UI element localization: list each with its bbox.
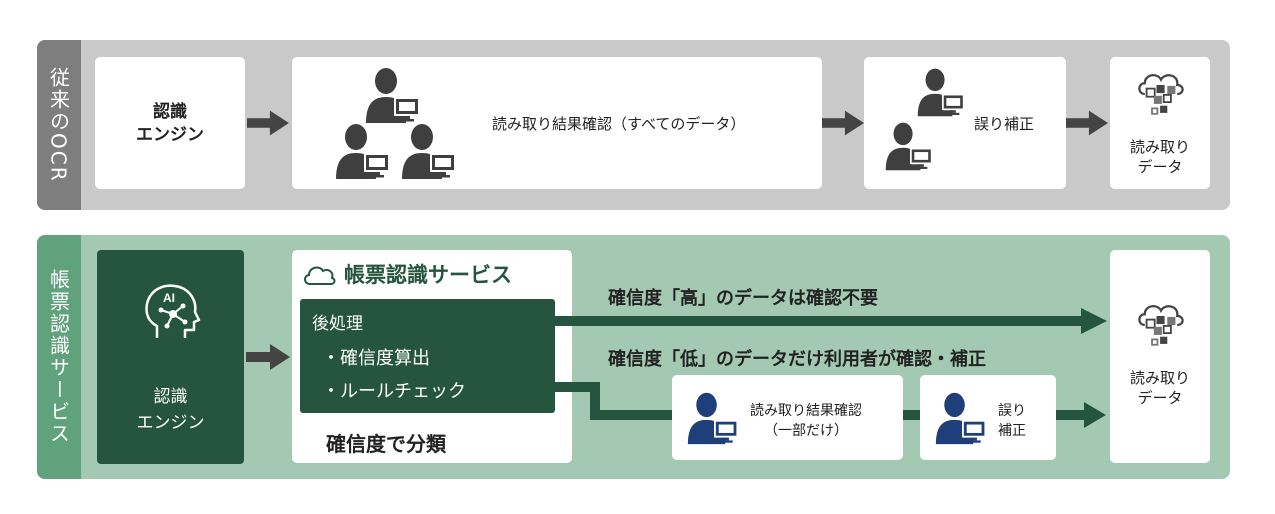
partial-check-box: 読み取り結果確認 （一部だけ） [672, 375, 903, 460]
partial-correct-line1: 誤り [998, 403, 1026, 419]
post-title: 後処理 [312, 314, 363, 334]
person-icon [934, 391, 990, 445]
ai-arrow-1 [246, 344, 290, 370]
person-icon [884, 121, 936, 171]
ai-output-box: 読み取り データ [1110, 250, 1210, 463]
ai-arrow-final [1056, 402, 1106, 428]
legacy-arrow-3 [1066, 110, 1108, 136]
ai-lane-label: 帳票認識サービス [37, 235, 81, 479]
ai-engine-line1: 認識 [153, 387, 188, 407]
classify-label: 確信度で分類 [326, 432, 446, 456]
legacy-engine-line1: 認識 [153, 102, 187, 122]
legacy-engine-line2: エンジン [136, 125, 204, 145]
service-title: 帳票認識サービス [344, 263, 512, 287]
legacy-output-box: 読み取り データ [1110, 57, 1210, 189]
legacy-lane-label: 従来のOCR [37, 40, 81, 210]
cloud-data-icon [1134, 298, 1188, 352]
legacy-correct-box: 誤り補正 [864, 57, 1066, 189]
partial-correct-line2: 補正 [998, 423, 1026, 439]
low-confidence-line [555, 382, 675, 420]
legacy-check-box: 読み取り結果確認（すべてのデータ） [292, 57, 822, 189]
post-item-rulecheck: ・ルールチェック [322, 381, 466, 402]
ai-output-line1: 読み取り [1129, 369, 1190, 387]
high-confidence-arrow [555, 308, 1107, 334]
low-confidence-label: 確信度「低」のデータだけ利用者が確認・補正 [608, 349, 986, 370]
ai-head-icon: AI [145, 284, 201, 338]
connector-line [903, 410, 921, 420]
partial-check-line1: 読み取り結果確認 [750, 403, 862, 419]
person-icon [400, 123, 460, 179]
ai-output-line2: データ [1137, 389, 1183, 407]
high-confidence-label: 確信度「高」のデータは確認不要 [608, 288, 878, 309]
legacy-engine-box: 認識 エンジン [95, 57, 245, 189]
legacy-output-line1: 読み取り [1129, 138, 1190, 156]
cloud-icon [304, 266, 336, 285]
ai-engine-box: AI 認識 エンジン [97, 250, 244, 464]
ai-icon-text: AI [163, 291, 175, 305]
cloud-data-icon [1134, 67, 1188, 121]
legacy-check-label: 読み取り結果確認（すべてのデータ） [492, 115, 746, 133]
post-item-confidence: ・確信度算出 [322, 348, 430, 369]
partial-check-line2: （一部だけ） [764, 423, 848, 439]
person-icon [364, 67, 424, 123]
partial-correct-box: 誤り 補正 [920, 375, 1056, 460]
person-icon [334, 123, 394, 179]
post-processing-box: 後処理 ・確信度算出 ・ルールチェック [300, 299, 555, 413]
person-icon [686, 391, 742, 445]
legacy-arrow-2 [822, 110, 864, 136]
legacy-correct-label: 誤り補正 [974, 115, 1035, 133]
person-icon [916, 67, 968, 117]
ai-engine-line2: エンジン [136, 413, 205, 433]
legacy-output-line2: データ [1137, 158, 1183, 176]
legacy-arrow-1 [247, 110, 289, 136]
